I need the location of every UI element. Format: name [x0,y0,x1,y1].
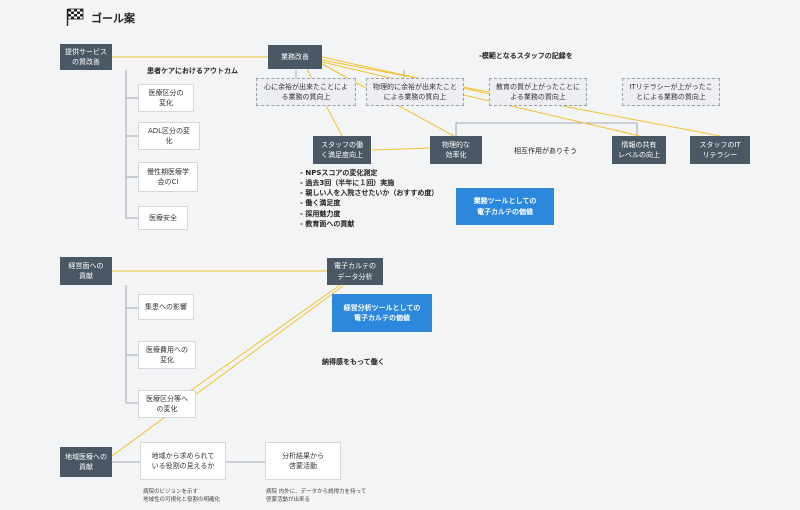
node-business-improvement[interactable]: 業務改善 [268,45,322,69]
node-concentration-effect[interactable]: 集患への影響 [138,294,194,320]
node-chronic-care-ci[interactable]: 慢性期医療学 会のCI [138,162,198,192]
checkered-flag-icon [66,8,84,26]
node-adl-class-change[interactable]: ADL区分の変 化 [138,122,200,150]
note-persuasion: 病院 内外に、データから説得力を持って 啓蒙活動が出来る [266,489,367,503]
page-title: ゴール案 [91,12,135,25]
node-emr-business-tool[interactable]: 業務ツールとしての 電子カルテの価値 [456,188,554,225]
label-patient-care-outcome: 患者ケアにおけるアウトカム [147,67,238,75]
node-community-contribution[interactable]: 地域医療への 貢献 [60,447,112,477]
node-service-quality[interactable]: 提供サービス の質改善 [60,44,112,70]
node-community-role[interactable]: 地域から求められて いる役割の見えるか [140,442,226,480]
label-work-with-conviction: 納得感をもって働く [322,358,385,366]
node-medical-safety[interactable]: 医療安全 [138,206,188,230]
list-satisfaction-metrics: - NPSスコアの変化測定 - 過去3回（半年に１回）実施 - 親しい人を入院さ… [300,169,439,228]
node-info-sharing[interactable]: 情報の共有 レベルの向上 [612,136,666,164]
node-physical-efficiency[interactable]: 物理的な 効率化 [430,136,482,164]
node-medical-class-etc-change[interactable]: 医療区分等へ の変化 [138,390,196,418]
label-mutual-effect: 相互作用がありそう [514,147,577,155]
label-model-staff-record: -模範となるスタッフの記録を [479,52,573,60]
node-quality-physical[interactable]: 物理的に余裕が出来たこと による業務の質向上 [366,78,464,106]
node-quality-leisure[interactable]: 心に余裕が出来たことによ る業務の質向上 [256,78,356,106]
node-staff-satisfaction[interactable]: スタッフの働 く満足度向上 [313,136,371,164]
node-medical-cost-change[interactable]: 医療費用への 変化 [138,341,196,369]
node-analysis-outreach[interactable]: 分析結果から 啓蒙活動 [265,442,341,480]
note-hospital-vision: 病院のビジョンを示す 地域性の可視化と役割の明確化 [143,489,221,503]
node-emr-management-tool[interactable]: 経営分析ツールとしての 電子カルテの価値 [332,294,432,332]
node-emr-data-analysis[interactable]: 電子カルテの データ分析 [327,258,383,285]
node-quality-it[interactable]: ITリテラシーが上がったこ とによる業務の質向上 [622,78,720,106]
node-medical-class-change[interactable]: 医療区分の 変化 [138,84,194,112]
node-management-contribution[interactable]: 経営面への 貢献 [60,257,112,285]
node-staff-it-literacy[interactable]: スタッフのIT リテラシー [690,136,750,164]
node-quality-education[interactable]: 教育の質が上がったことに よる業務の質向上 [489,78,587,106]
